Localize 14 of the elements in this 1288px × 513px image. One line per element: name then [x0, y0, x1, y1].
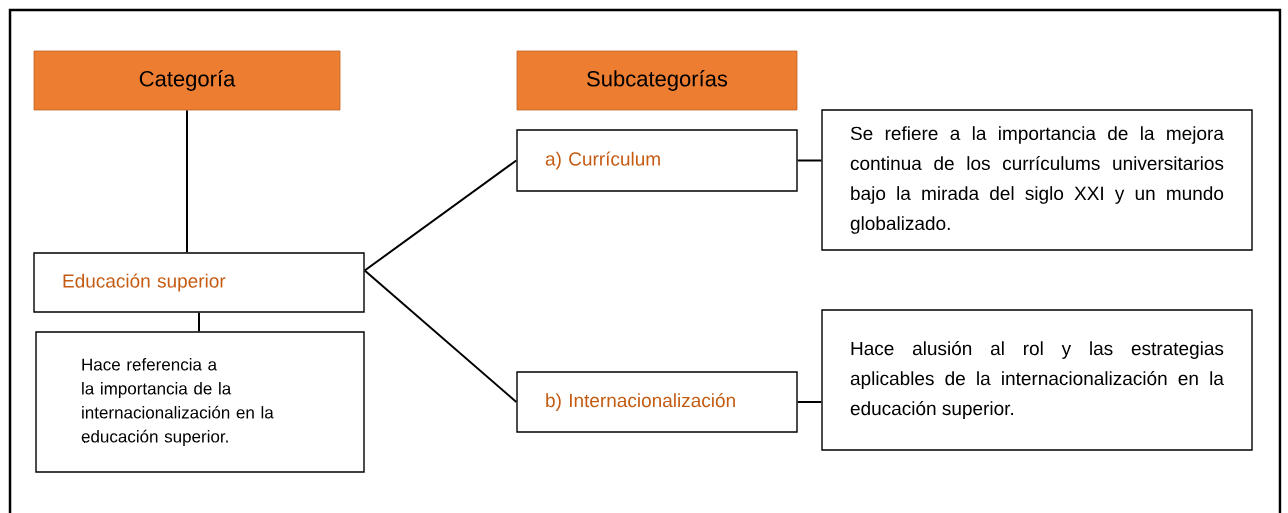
header-box: Categoría	[33, 50, 341, 111]
connector-line	[796, 401, 823, 403]
description-box: Se refiere a la importancia de la mejora continua de los currículums universitarios bajo la mirada del siglo XXI y un mundo globalizado.	[821, 109, 1253, 251]
connector-line	[796, 159, 823, 162]
connector-line	[363, 159, 518, 272]
category-box: a) Currículum	[516, 129, 798, 192]
description-box: Hace alusión al rol y las estrategias aplicables de la internacionalización en la educación superior.	[821, 309, 1253, 451]
connector-line	[186, 109, 188, 254]
connector-line	[363, 269, 518, 403]
header-box: Subcategorías	[516, 50, 798, 111]
connector-line	[198, 311, 200, 333]
category-box: Educación superior	[33, 252, 365, 313]
category-box: b) Internacionalización	[516, 371, 798, 433]
description-box: Hace referencia a la importancia de la internacionalización en la educación superior.	[35, 331, 365, 473]
